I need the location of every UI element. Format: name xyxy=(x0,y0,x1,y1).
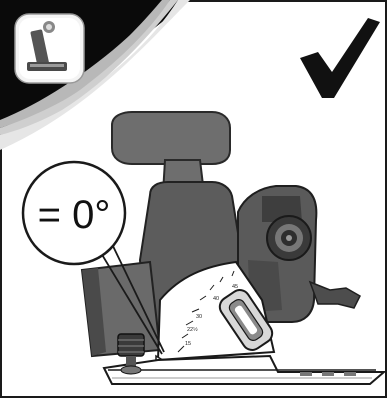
angle-value-text: = 0° xyxy=(38,193,111,237)
angle-callout: = 0° xyxy=(21,160,127,266)
scale-label-22: 22½ xyxy=(187,326,198,333)
scale-label-40: 40 xyxy=(213,296,219,302)
checkmark-icon xyxy=(300,18,380,98)
corner-badge xyxy=(14,13,85,84)
bevel-adjust-tool-icon xyxy=(27,21,67,71)
bevel-lock-knob xyxy=(218,289,274,351)
callout-leader xyxy=(97,243,165,355)
scale-label-45: 45 xyxy=(232,284,238,290)
scale-label-15: 15 xyxy=(185,341,191,347)
depth-lever xyxy=(308,280,361,309)
circular-saw: 45 40 30 22½ 15 0 xyxy=(80,111,387,385)
handle-grip xyxy=(111,111,231,165)
front-knob xyxy=(117,333,145,375)
scale-label-30: 30 xyxy=(196,314,202,320)
page-curl xyxy=(0,0,190,150)
